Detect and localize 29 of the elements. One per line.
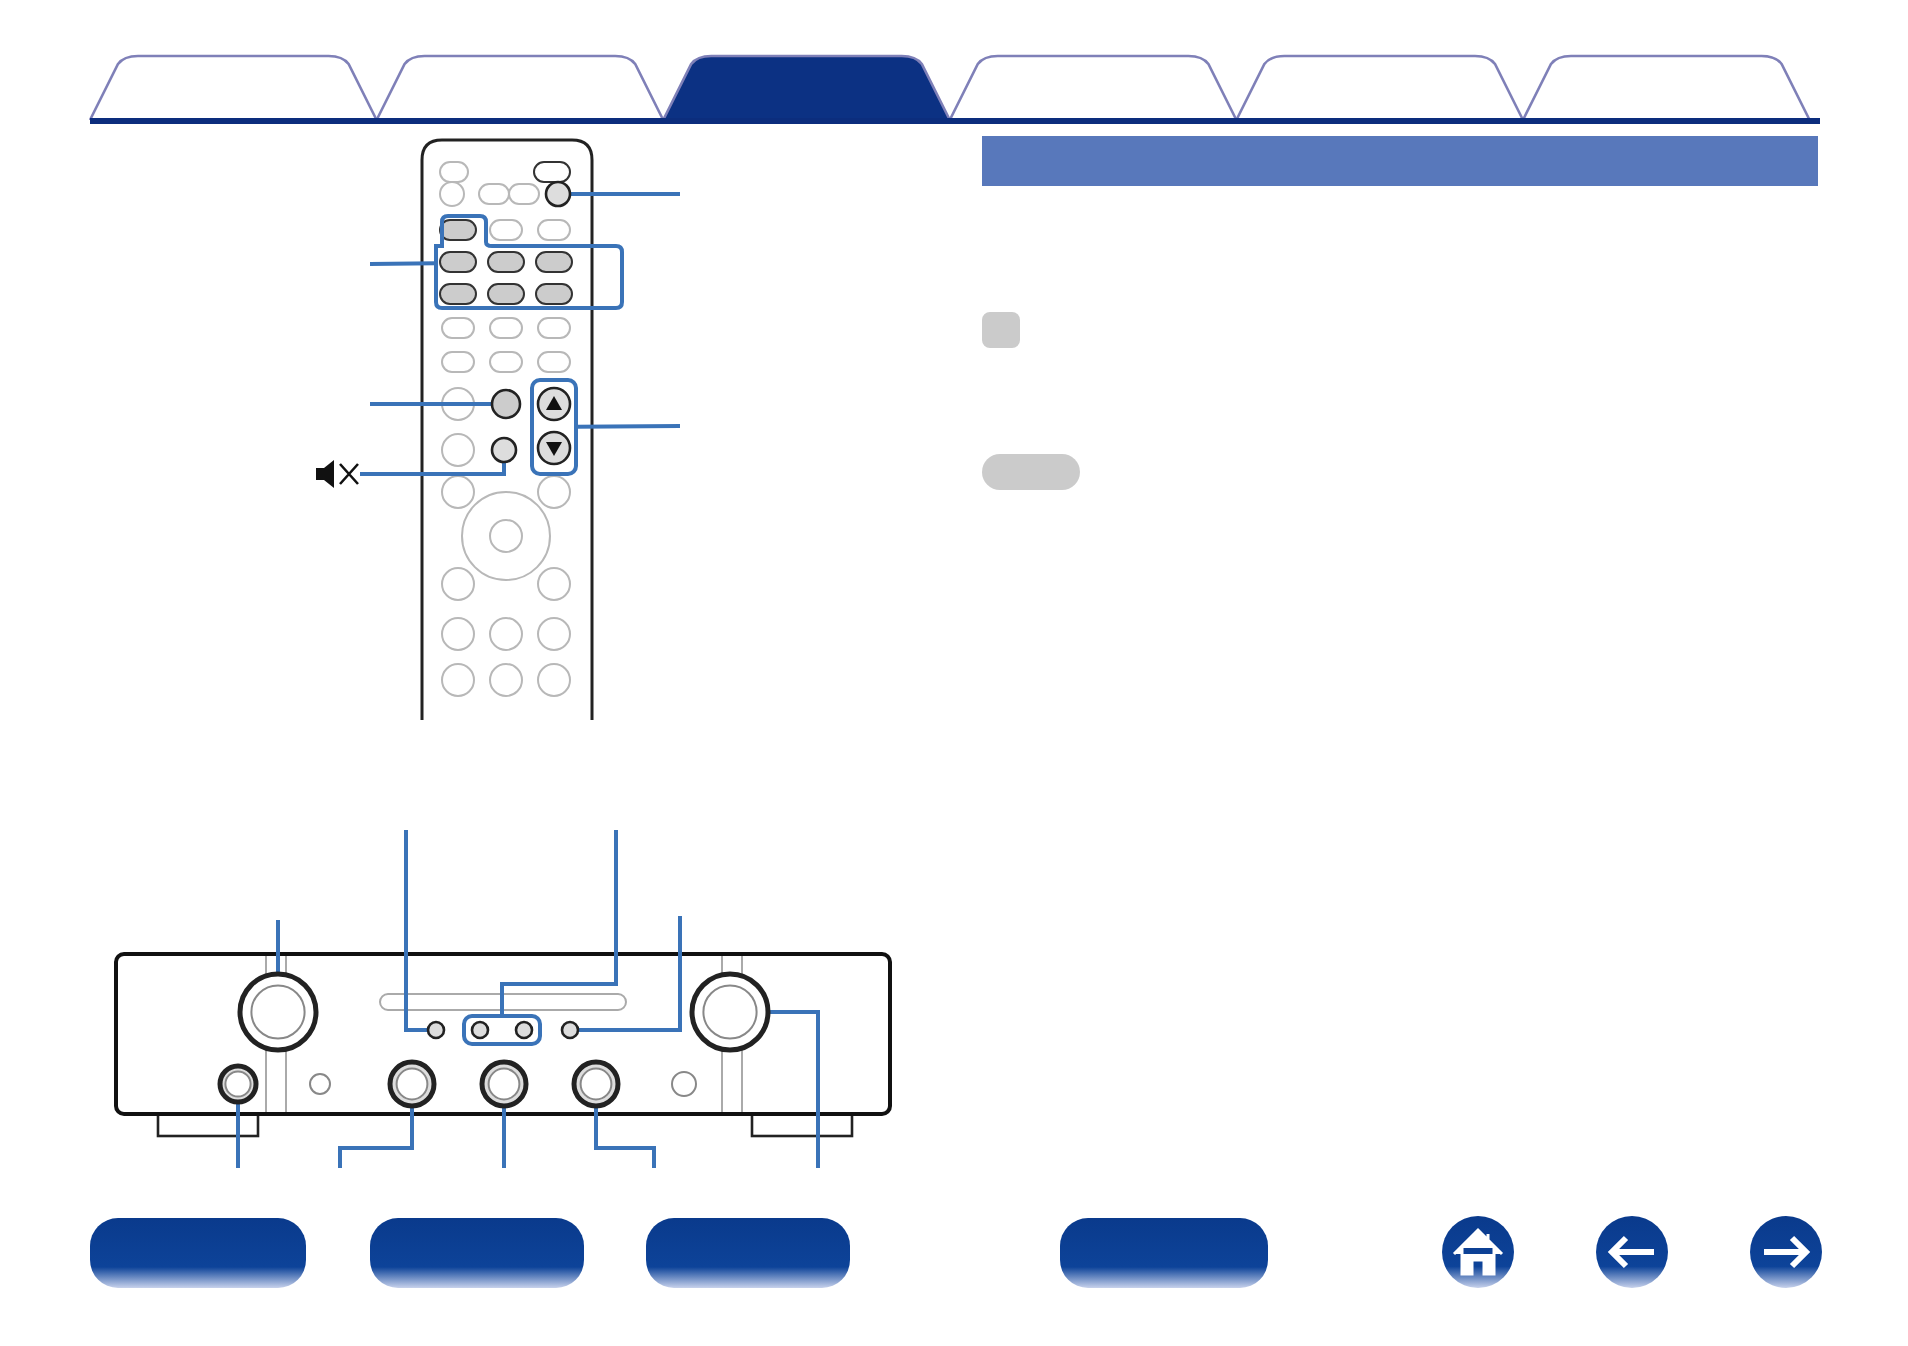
leader-line — [276, 920, 280, 974]
round-button — [544, 180, 572, 208]
leader-line — [570, 192, 680, 196]
highlight-outline — [434, 214, 624, 310]
leader-line — [370, 402, 492, 406]
knob — [571, 1059, 621, 1109]
round-button — [426, 1020, 446, 1040]
leader-line — [338, 1106, 414, 1168]
leader-line — [369, 261, 437, 266]
knob — [479, 1059, 529, 1109]
leader-line — [768, 1010, 820, 1168]
leader-line — [236, 1102, 240, 1168]
leader-line — [360, 462, 506, 476]
knob — [387, 1059, 437, 1109]
knob — [689, 971, 771, 1053]
round-button — [490, 388, 522, 420]
leader-line — [404, 830, 428, 1032]
highlight-outline — [530, 378, 578, 476]
knob — [217, 1063, 259, 1105]
mute-icon — [316, 460, 360, 488]
round-button — [490, 436, 518, 464]
highlight-outline — [462, 1014, 542, 1046]
leader-line — [594, 1106, 656, 1168]
knob — [237, 971, 319, 1053]
round-button — [560, 1020, 580, 1040]
leader-line — [578, 916, 682, 1032]
leader-line — [500, 830, 618, 1016]
leader-line — [502, 1106, 506, 1168]
leader-line — [575, 424, 680, 429]
